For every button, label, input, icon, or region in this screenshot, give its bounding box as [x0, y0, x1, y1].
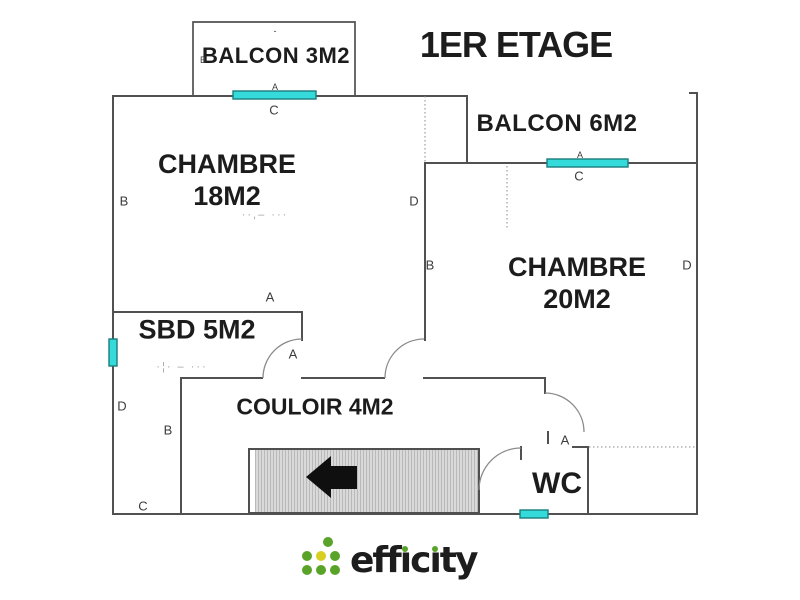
wall-letter: D — [409, 193, 419, 209]
logo-dot — [302, 565, 312, 575]
room-label-sbd: SBD 5M2 — [138, 314, 256, 345]
outer-walls — [112, 92, 698, 515]
stairs-hatch — [255, 450, 478, 512]
wall-letter: C — [138, 498, 148, 514]
logo-letter: c — [410, 540, 431, 581]
door-arcs — [262, 338, 585, 491]
wall-letter: A — [288, 346, 298, 362]
wall-letter: - — [273, 26, 277, 36]
wall-letter: D — [682, 257, 692, 273]
window-wc — [519, 509, 549, 519]
room-label-balcon6: BALCON 6M2 — [476, 110, 638, 137]
page-title: 1ER ETAGE — [419, 24, 613, 65]
logo-dot — [316, 551, 326, 561]
logo-letter: f — [386, 540, 402, 581]
logo-dot — [323, 537, 333, 547]
logo-dot — [302, 551, 312, 561]
wall-letter: B — [163, 422, 173, 438]
logo-letter: e — [350, 540, 374, 581]
left-arrow-icon — [306, 456, 357, 498]
room-label-wc: WC — [532, 467, 582, 500]
efficity-logo: effıcıty — [300, 534, 500, 586]
wall-letter: A — [576, 150, 584, 160]
logo-dot — [330, 565, 340, 575]
wall-letter: A — [265, 289, 275, 305]
logo-text: effıcıty — [350, 540, 479, 581]
window-sbd — [108, 338, 118, 367]
room-label-chambre20: CHAMBRE 20M2 — [508, 251, 646, 315]
wall-letter: C — [269, 102, 279, 118]
wall-letter: A — [271, 82, 279, 92]
wall-letter: B — [425, 257, 435, 273]
room-label-line: 20M2 — [543, 284, 611, 314]
room-label-line: 18M2 — [193, 181, 261, 211]
wall-letter: C — [574, 168, 584, 184]
balcony3-outline — [192, 21, 356, 97]
inner-walls — [112, 162, 589, 515]
dotted-lines — [424, 96, 696, 448]
room-label-line: CHAMBRE — [158, 149, 296, 179]
wall-letter: B — [199, 55, 207, 65]
window-balcon6 — [546, 158, 629, 168]
window-balcon3 — [232, 90, 317, 100]
staircase — [248, 448, 480, 514]
logo-letter: t — [439, 540, 457, 581]
logo-letter: ı — [399, 540, 412, 581]
logo-letter: f — [372, 540, 388, 581]
logo-dot — [330, 551, 340, 561]
room-label-couloir: COULOIR 4M2 — [236, 393, 394, 420]
faded-dimension-sbd: ·¦· – ··· — [156, 361, 208, 373]
room-label-balcon3: BALCON 3M2 — [201, 43, 351, 68]
room-label-line: CHAMBRE — [508, 252, 646, 282]
wall-letter: A — [560, 432, 570, 448]
wall-letter: D — [117, 398, 127, 414]
room-label-chambre18: CHAMBRE 18M2 — [158, 148, 296, 212]
faded-dimension-chambre18: ··,– ··· — [241, 209, 289, 221]
logo-letter: ı — [429, 540, 441, 581]
logo-dot — [316, 565, 326, 575]
wall-letter: B — [119, 193, 129, 209]
logo-letter: y — [455, 540, 479, 581]
